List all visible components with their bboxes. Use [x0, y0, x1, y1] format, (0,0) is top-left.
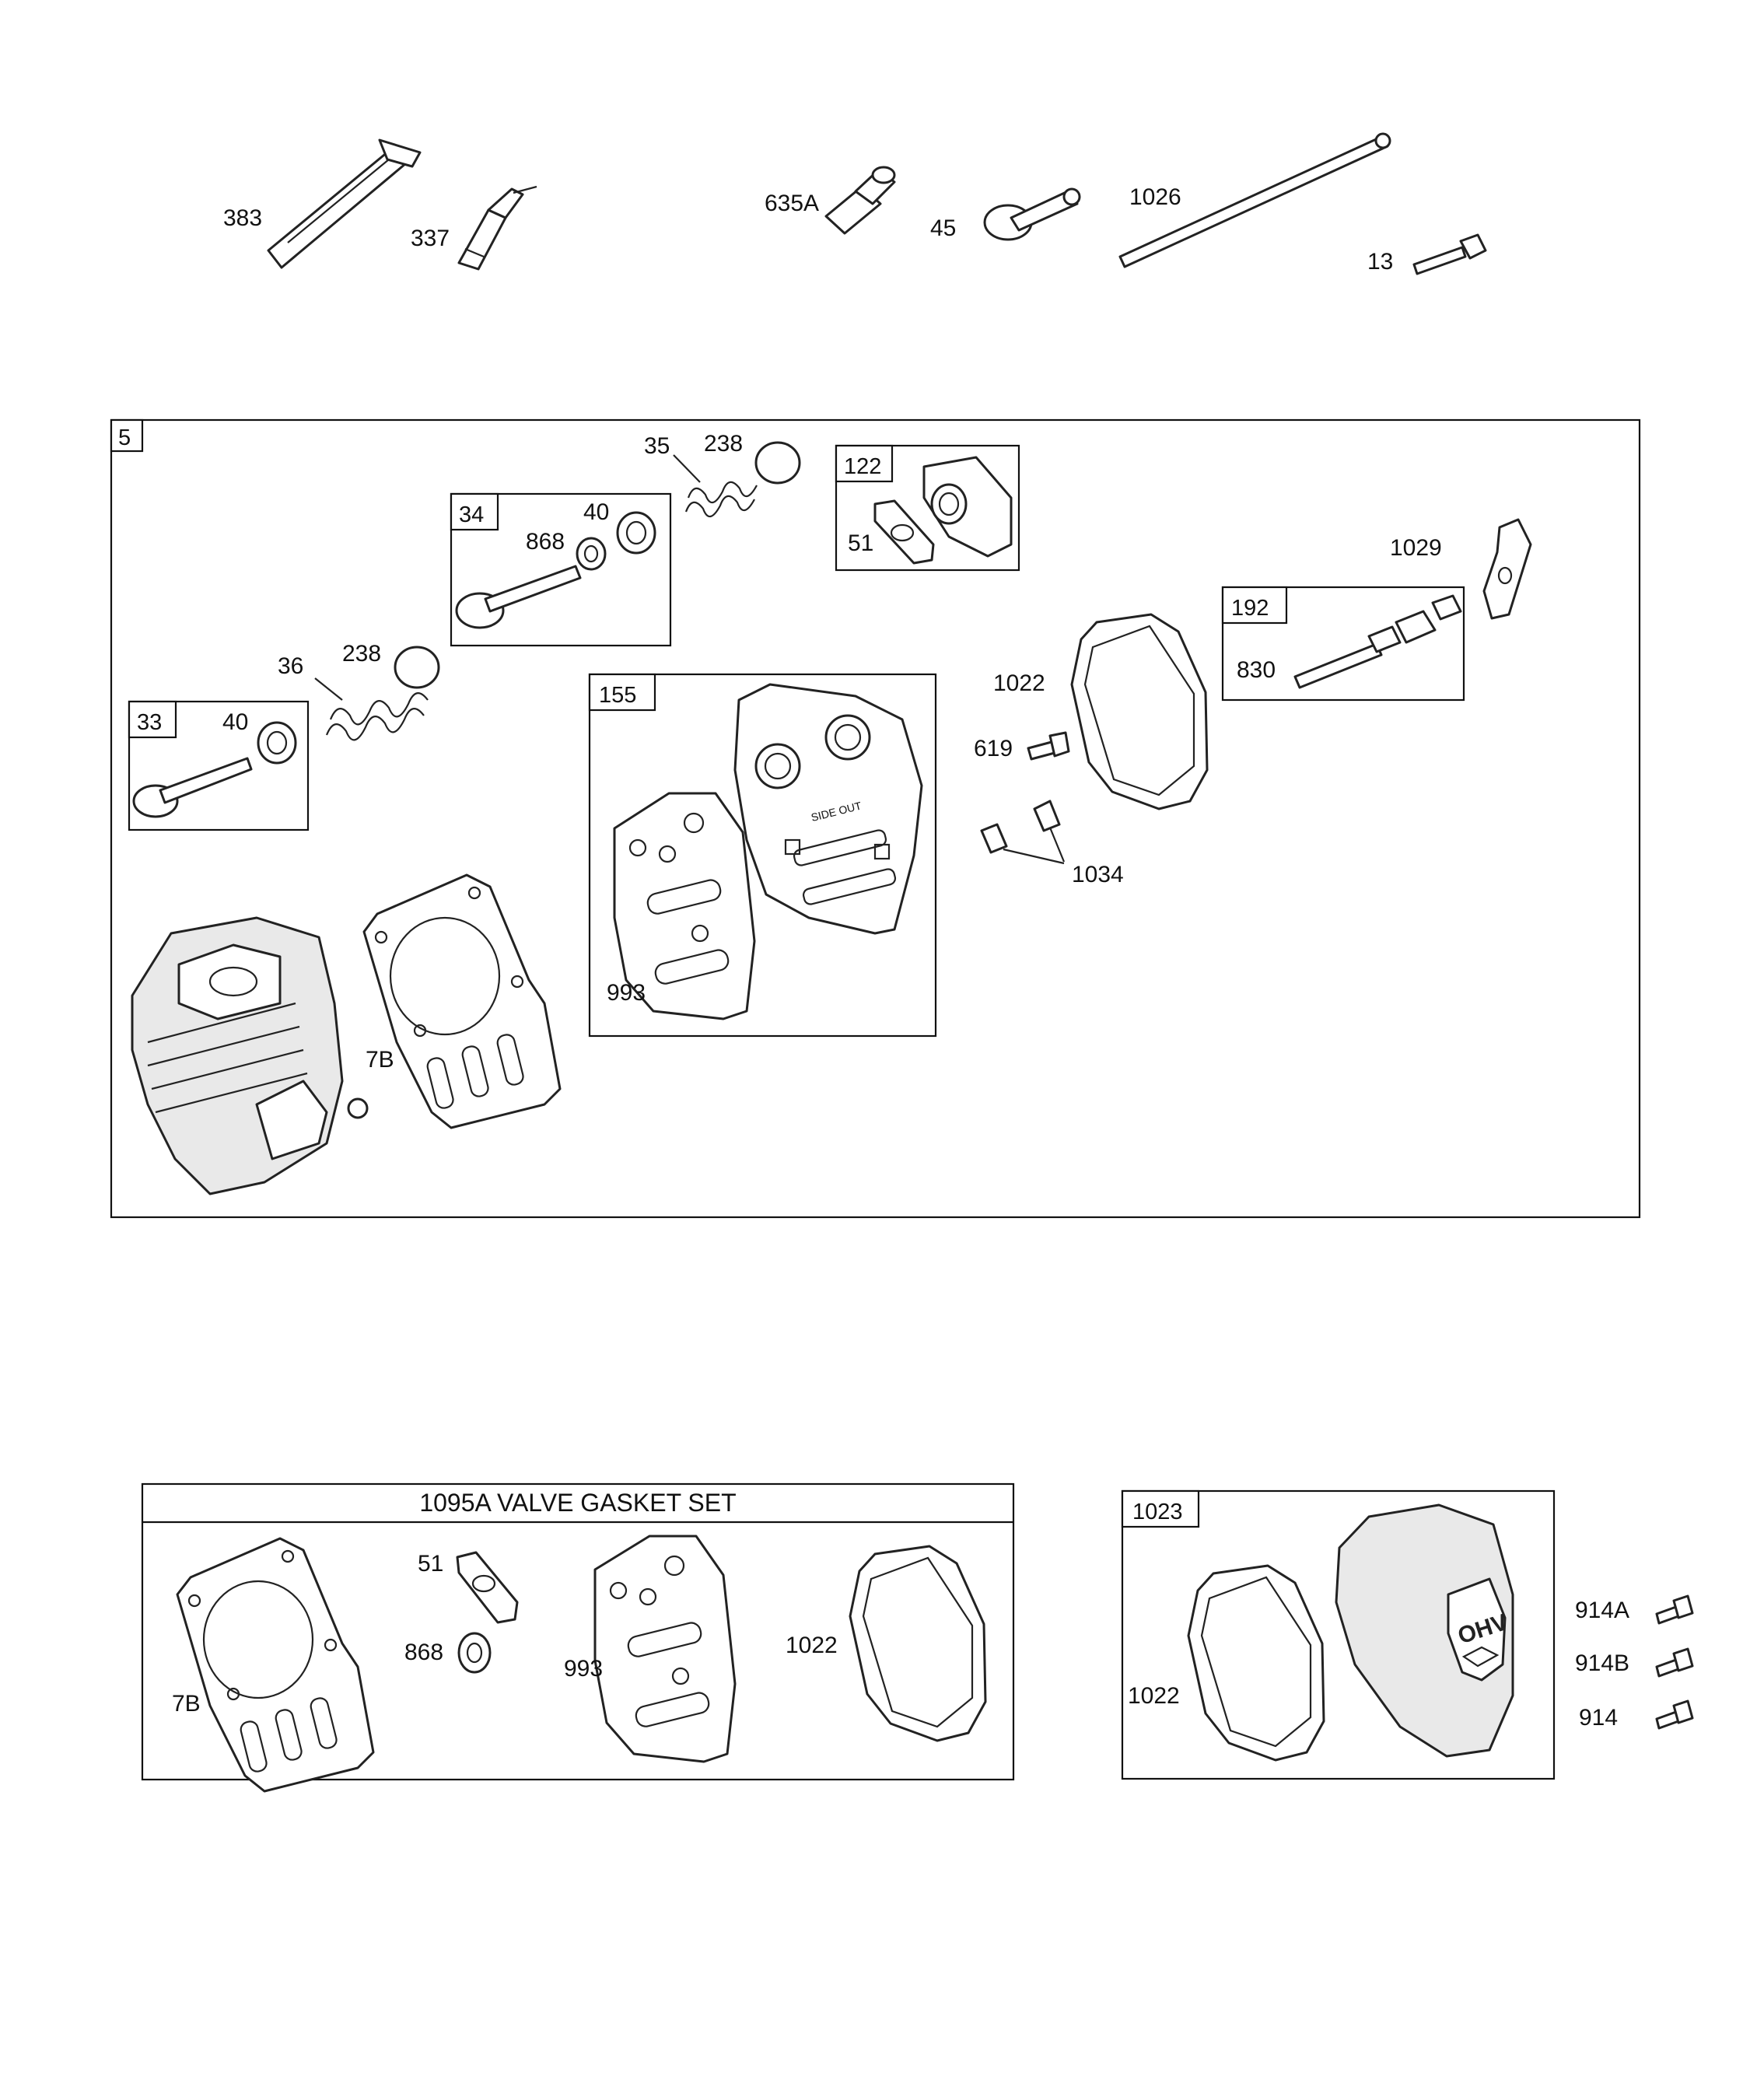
leader-35: [673, 454, 701, 483]
label-868-b: 868: [404, 1640, 443, 1665]
assembly-5-tag-box: [110, 418, 144, 453]
label-35: 35: [644, 433, 670, 459]
label-868-a: 868: [526, 529, 565, 555]
label-1022-b: 1022: [786, 1633, 838, 1658]
part-40-retainer-b[interactable]: [616, 511, 656, 555]
label-51-b: 51: [418, 1551, 443, 1577]
part-7b-head-gasket-b[interactable]: [176, 1537, 375, 1793]
box-192-tag: 192: [1231, 596, 1269, 621]
assembly-5-frame: [110, 418, 1641, 1219]
part-383-tool[interactable]: [267, 138, 422, 269]
leader-1034-a: [1003, 848, 1065, 865]
part-35-spring[interactable]: [684, 481, 758, 518]
part-51-gasket-b[interactable]: [456, 1551, 519, 1624]
box-34-frame: [450, 492, 672, 647]
label-1022-a: 1022: [993, 670, 1045, 696]
part-1022-gasket-c[interactable]: [1187, 1564, 1325, 1762]
part-33-valve[interactable]: [132, 757, 253, 818]
part-868-seal-a[interactable]: [576, 537, 607, 571]
label-40-a: 40: [222, 709, 248, 735]
box-155-tag-box: [588, 673, 656, 712]
leader-1034-b: [1048, 827, 1066, 863]
part-337-spark-plug[interactable]: [457, 185, 537, 271]
label-45: 45: [930, 215, 956, 241]
part-122-adapter[interactable]: [922, 456, 1013, 558]
label-7b-b: 7B: [172, 1691, 201, 1717]
box-192-tag-box: [1221, 586, 1288, 625]
box-122-frame: [835, 444, 1020, 572]
part-238-cap-a[interactable]: [394, 646, 440, 689]
label-1026: 1026: [1129, 184, 1181, 210]
part-993-gasket-b[interactable]: [593, 1535, 737, 1763]
box-33-frame: [128, 700, 310, 831]
label-914a: 914A: [1575, 1598, 1629, 1623]
part-993-gasket-a[interactable]: [613, 792, 756, 1020]
cover-1023-tag: 1023: [1132, 1500, 1183, 1524]
part-1026-push-rod[interactable]: [1118, 132, 1391, 268]
part-155-head-gasket[interactable]: SIDE OUT: [733, 683, 923, 935]
label-7b-a: 7B: [366, 1047, 394, 1073]
label-1034: 1034: [1072, 862, 1124, 887]
cover-1023-frame: [1121, 1489, 1556, 1780]
part-45[interactable]: [983, 187, 1081, 241]
box-122-tag-box: [835, 444, 894, 483]
label-993-a: 993: [607, 980, 646, 1006]
part-34-valve[interactable]: [455, 565, 582, 629]
box-34-tag: 34: [459, 502, 484, 527]
box-192-frame: [1221, 586, 1465, 702]
part-868-seal-b[interactable]: [457, 1632, 492, 1674]
label-383: 383: [223, 205, 262, 231]
part-1022-gasket-b[interactable]: [849, 1545, 987, 1742]
part-914a-bolt[interactable]: [1655, 1594, 1694, 1625]
label-993-b: 993: [564, 1656, 603, 1682]
part-7b-head-gasket-a[interactable]: [362, 873, 562, 1129]
label-51-a: 51: [848, 530, 873, 556]
box-33-tag: 33: [137, 710, 162, 735]
label-337: 337: [411, 226, 450, 251]
part-51-gasket-a[interactable]: [873, 499, 935, 565]
part-1022-gasket-a[interactable]: [1070, 613, 1209, 810]
gasket-set-title: 1095A VALVE GASKET SET: [419, 1489, 736, 1517]
part-619-bolt[interactable]: [1027, 731, 1070, 761]
part-635a[interactable]: [824, 166, 896, 235]
part-238-cap-b[interactable]: [754, 441, 801, 485]
part-36-spring[interactable]: [325, 692, 429, 741]
label-1022-c: 1022: [1128, 1683, 1180, 1709]
label-40-b: 40: [583, 499, 609, 525]
part-1029-rocker-arm[interactable]: [1482, 518, 1532, 620]
label-238-b: 238: [704, 431, 743, 457]
leader-36: [314, 677, 343, 701]
part-cylinder-head[interactable]: [131, 916, 369, 1195]
part-40-retainer-a[interactable]: [257, 721, 297, 765]
cover-1023-tag-box: [1121, 1489, 1200, 1528]
part-1034-clips[interactable]: [980, 800, 1061, 854]
label-635a: 635A: [765, 191, 819, 216]
label-1029: 1029: [1390, 535, 1442, 561]
box-122-tag: 122: [844, 454, 881, 479]
label-619: 619: [974, 736, 1013, 761]
box-155-tag: 155: [599, 683, 636, 708]
label-914: 914: [1579, 1705, 1618, 1731]
label-36: 36: [278, 653, 303, 679]
box-33-tag-box: [128, 700, 177, 739]
box-155-frame: [588, 673, 937, 1038]
part-1023-rocker-cover[interactable]: OHV: [1335, 1503, 1514, 1758]
part-914-bolt[interactable]: [1655, 1699, 1694, 1730]
label-238-a: 238: [342, 641, 381, 667]
gasket-set-frame: [141, 1482, 1015, 1781]
label-914b: 914B: [1575, 1650, 1629, 1676]
part-13-bolt[interactable]: [1412, 233, 1487, 275]
part-830-rocker-stud[interactable]: [1293, 594, 1462, 689]
assembly-5-tag: 5: [118, 425, 131, 450]
part-914b-bolt[interactable]: [1655, 1647, 1694, 1678]
label-13: 13: [1367, 249, 1393, 275]
label-830: 830: [1237, 657, 1276, 683]
box-34-tag-box: [450, 492, 499, 531]
